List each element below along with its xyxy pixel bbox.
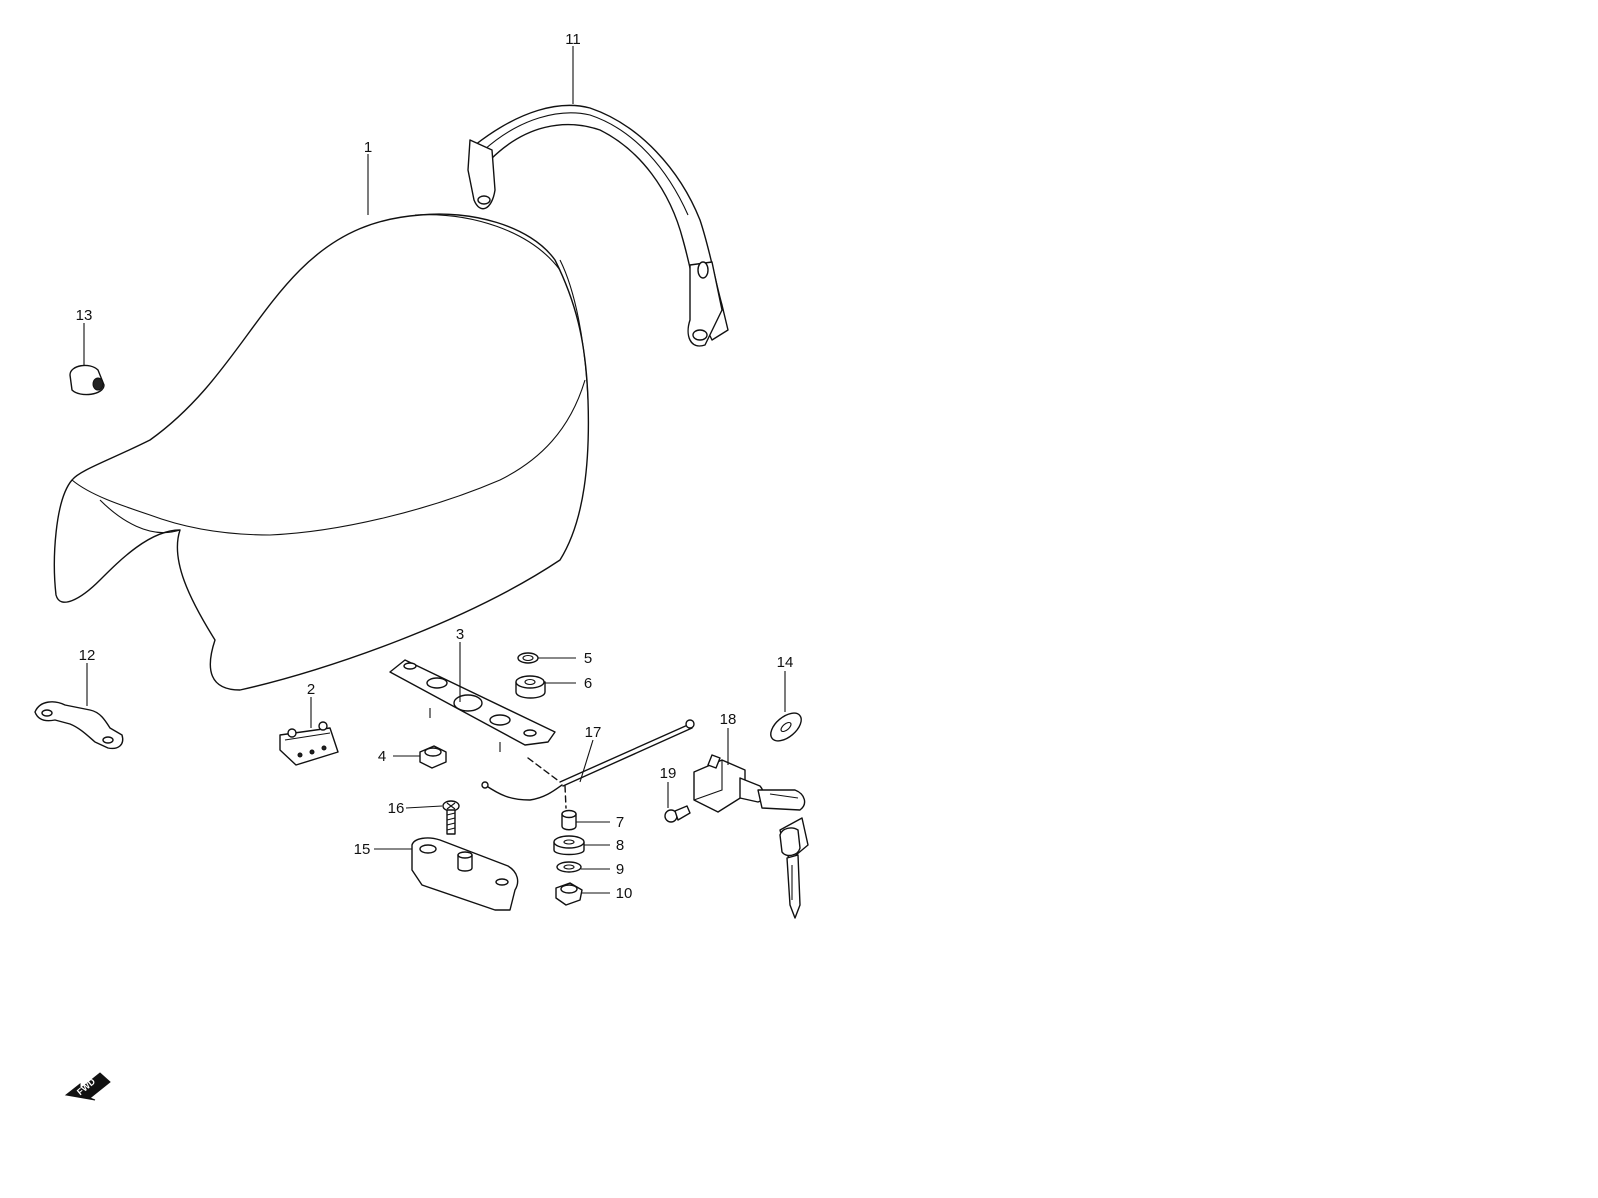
screw-part-19 [664, 805, 691, 823]
label-7: 7 [616, 814, 624, 831]
nut-part-4 [419, 745, 447, 769]
label-8: 8 [616, 837, 624, 854]
cushion-part-8 [553, 835, 585, 856]
part-number-labels: 1 11 13 12 2 3 4 5 6 14 18 17 19 16 7 15… [76, 31, 794, 902]
label-2: 2 [307, 681, 315, 698]
grab-strap-part-11 [467, 104, 729, 347]
cable-part-17 [481, 719, 695, 809]
label-12: 12 [79, 647, 96, 664]
cushion-part-6 [515, 675, 546, 699]
cushion-part-13 [69, 364, 105, 396]
label-3: 3 [456, 626, 464, 643]
washer-part-5 [517, 652, 539, 664]
bracket-part-12 [34, 701, 124, 750]
plate-part-3 [389, 659, 556, 752]
lock-set-part-18 [693, 754, 809, 919]
label-17: 17 [585, 724, 602, 741]
fwd-arrow-icon: FWD [64, 1072, 111, 1101]
label-6: 6 [584, 675, 592, 692]
label-19: 19 [660, 765, 677, 782]
label-14: 14 [777, 654, 794, 671]
plate-part-15 [411, 837, 519, 911]
label-15: 15 [354, 841, 371, 858]
collar-part-7 [561, 809, 577, 831]
seat-part-1 [53, 213, 590, 691]
nut-part-10 [555, 882, 583, 906]
washer-part-9 [556, 861, 582, 873]
label-18: 18 [720, 711, 737, 728]
cushion-block-part-2 [279, 721, 339, 766]
label-11: 11 [565, 31, 581, 48]
label-9: 9 [616, 861, 624, 878]
leader-lines [83, 46, 786, 894]
label-1: 1 [364, 139, 372, 156]
label-5: 5 [584, 650, 592, 667]
label-16: 16 [388, 800, 405, 817]
screw-part-16 [442, 800, 460, 835]
label-4: 4 [378, 748, 386, 765]
label-10: 10 [616, 885, 633, 902]
label-13: 13 [76, 307, 93, 324]
washer-part-14 [770, 712, 802, 742]
